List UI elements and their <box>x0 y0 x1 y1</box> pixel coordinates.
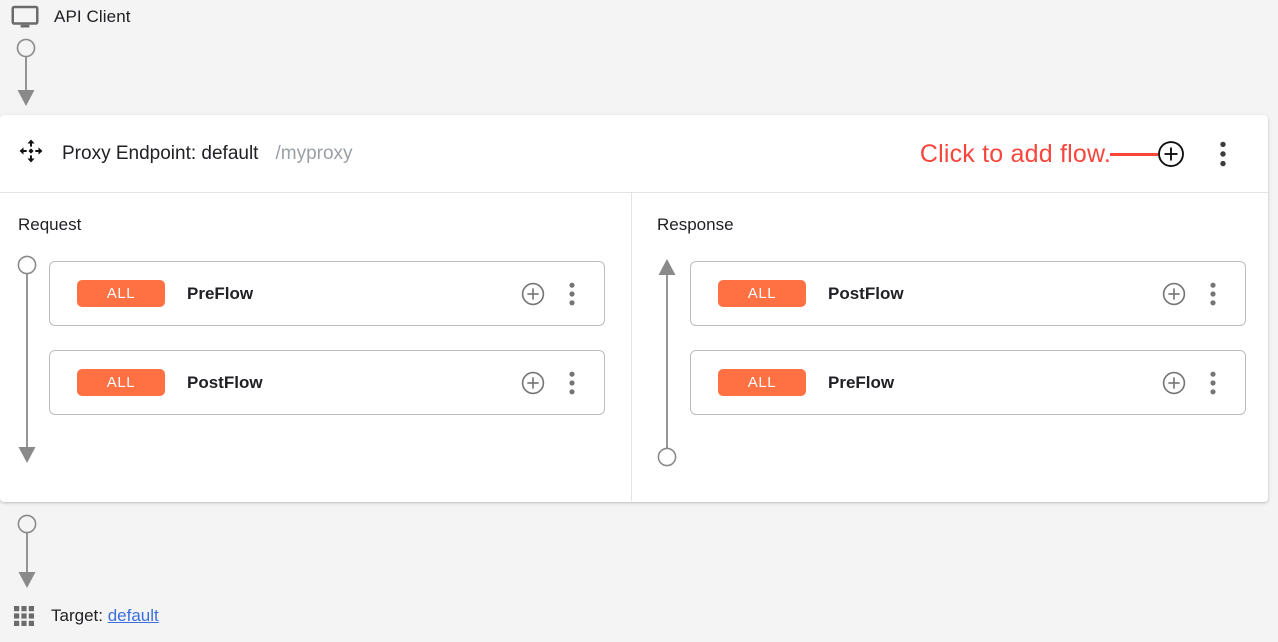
flow-card[interactable]: ALL PostFlow <box>49 350 605 415</box>
add-policy-button[interactable] <box>518 368 548 398</box>
add-policy-button[interactable] <box>1159 368 1189 398</box>
flow-name: PostFlow <box>187 372 263 392</box>
request-column: Request ALL PreFlow <box>0 193 631 501</box>
api-client-label: API Client <box>54 7 131 26</box>
response-flow-arrow <box>657 259 677 467</box>
proxy-endpoint-title: Proxy Endpoint: default <box>62 142 259 164</box>
target-row: Target: default <box>0 502 1278 642</box>
proxy-endpoint-header: Proxy Endpoint: default /myproxy Click t… <box>0 115 1268 193</box>
response-column: Response ALL PostFlow <box>631 193 1268 501</box>
target-label: Target: default <box>51 606 159 626</box>
api-client-node[interactable]: API Client <box>10 2 131 32</box>
target-name-link[interactable]: default <box>107 606 159 625</box>
request-flow-list: ALL PreFlow <box>49 261 605 439</box>
hint-pointer-line <box>1110 152 1158 156</box>
monitor-icon <box>10 2 40 32</box>
flow-menu-button[interactable] <box>558 363 586 403</box>
flow-name: PreFlow <box>187 283 254 303</box>
request-flow-arrow <box>17 255 37 463</box>
header-actions: Click to add flow. <box>920 115 1268 193</box>
request-column-title: Request <box>18 215 82 234</box>
flow-condition-badge: ALL <box>77 369 165 396</box>
proxy-endpoint-path: /myproxy <box>275 142 353 164</box>
flow-card[interactable]: ALL PreFlow <box>690 350 1246 415</box>
flow-menu-button[interactable] <box>1199 274 1227 314</box>
response-flow-list: ALL PostFlow <box>690 261 1246 439</box>
add-flow-hint: Click to add flow. <box>920 140 1158 169</box>
flow-card[interactable]: ALL PreFlow <box>49 261 605 326</box>
flow-name: PreFlow <box>828 372 895 392</box>
flow-name: PostFlow <box>828 283 904 303</box>
target-node[interactable]: Target: default <box>12 604 159 628</box>
flow-menu-button[interactable] <box>558 274 586 314</box>
flow-menu-button[interactable] <box>1199 363 1227 403</box>
endpoint-menu-button[interactable] <box>1208 132 1238 176</box>
flow-card[interactable]: ALL PostFlow <box>690 261 1246 326</box>
api-client-row: API Client <box>0 0 1278 115</box>
flow-columns: Request ALL PreFlow <box>0 193 1268 501</box>
flow-condition-badge: ALL <box>718 369 806 396</box>
response-column-title: Response <box>657 215 734 234</box>
add-flow-button[interactable] <box>1156 139 1186 169</box>
add-policy-button[interactable] <box>1159 279 1189 309</box>
grid-icon <box>12 604 36 628</box>
add-flow-hint-text: Click to add flow. <box>919 139 1111 168</box>
target-label-text: Target: <box>51 606 103 625</box>
add-policy-button[interactable] <box>518 279 548 309</box>
flow-condition-badge: ALL <box>718 280 806 307</box>
proxy-endpoint-panel: Proxy Endpoint: default /myproxy Click t… <box>0 115 1268 502</box>
client-flow-rail <box>16 38 36 106</box>
flow-condition-badge: ALL <box>77 280 165 307</box>
target-flow-arrow <box>17 514 37 588</box>
move-handle-icon[interactable] <box>18 138 44 169</box>
